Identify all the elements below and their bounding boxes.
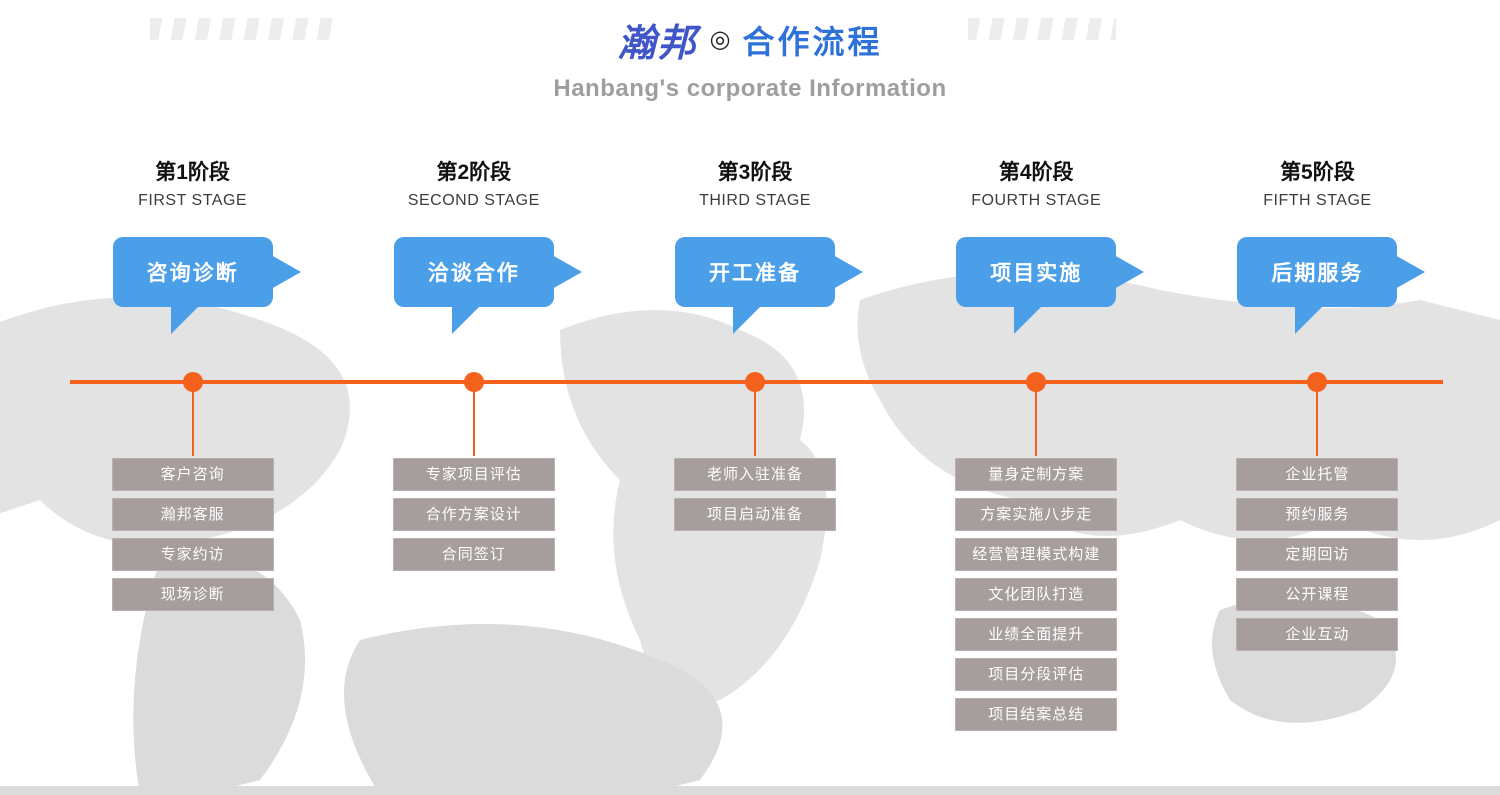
item-box: 企业托管: [1236, 458, 1399, 491]
stage-bubble: 咨询诊断: [112, 237, 301, 334]
stage-label: 第5阶段: [1280, 161, 1355, 184]
timeline-dot: [182, 372, 203, 456]
brand-logo: 瀚邦: [617, 20, 698, 65]
item-box: 专家约访: [111, 538, 274, 571]
bullseye-icon: ◎: [709, 26, 731, 53]
item-box: 瀚邦客服: [111, 498, 274, 531]
item-box: 量身定制方案: [955, 458, 1118, 491]
page-header: 瀚邦 ◎ 合作流程 Hanbang's corporate Informatio…: [0, 12, 1500, 103]
item-box: 专家项目评估: [392, 458, 555, 491]
item-box: 项目分段评估: [955, 658, 1118, 691]
stage-bubble: 后期服务: [1237, 237, 1426, 334]
stage-items-1: 客户咨询 瀚邦客服 专家约访 现场诊断: [52, 458, 333, 738]
item-box: 项目启动准备: [674, 498, 836, 531]
item-box: 合作方案设计: [392, 498, 555, 531]
stage-label: 第1阶段: [155, 161, 230, 184]
stage-column-3: 第3阶段 THIRD STAGE 开工准备: [614, 160, 895, 334]
stage-label-en: FIRST STAGE: [138, 192, 248, 209]
item-box: 预约服务: [1236, 498, 1399, 531]
stage-items-4: 量身定制方案 方案实施八步走 经营管理模式构建 文化团队打造 业绩全面提升 项目…: [896, 458, 1177, 738]
timeline-dot: [745, 372, 765, 456]
stage-bubble: 洽谈合作: [393, 237, 582, 334]
timeline-dot: [463, 372, 484, 456]
item-box: 经营管理模式构建: [955, 538, 1118, 571]
timeline-dot-row: [52, 372, 1458, 456]
stage-items-row: 客户咨询 瀚邦客服 专家约访 现场诊断 专家项目评估 合作方案设计 合同签订 老…: [52, 458, 1458, 738]
item-box: 合同签订: [392, 538, 555, 571]
item-box: 文化团队打造: [955, 578, 1118, 611]
item-box: 业绩全面提升: [955, 618, 1118, 651]
stage-column-5: 第5阶段 FIFTH STAGE 后期服务: [1177, 160, 1458, 334]
timeline-dot: [1307, 372, 1328, 456]
stage-bubble: 项目实施: [956, 237, 1145, 334]
stage-column-2: 第2阶段 SECOND STAGE 洽谈合作: [333, 160, 614, 334]
item-box: 定期回访: [1236, 538, 1399, 571]
page-title-text: 合作流程: [742, 23, 883, 60]
stage-label-en: FOURTH STAGE: [971, 192, 1102, 209]
stage-label: 第2阶段: [436, 161, 512, 184]
item-box: 老师入驻准备: [674, 458, 836, 491]
stage-items-2: 专家项目评估 合作方案设计 合同签订: [333, 458, 614, 738]
header-decor-right: [968, 18, 1116, 40]
stage-column-4: 第4阶段 FOURTH STAGE 项目实施: [896, 160, 1177, 334]
stage-label-en: SECOND STAGE: [407, 192, 540, 209]
stage-label-en: FIFTH STAGE: [1263, 192, 1372, 209]
item-box: 公开课程: [1236, 578, 1399, 611]
stage-items-5: 企业托管 预约服务 定期回访 公开课程 企业互动: [1177, 458, 1458, 738]
stage-header-row: 第1阶段 FIRST STAGE 咨询诊断 第2阶段 SECOND STAGE …: [52, 160, 1458, 334]
page-title: 瀚邦 ◎ 合作流程: [618, 12, 883, 67]
timeline-dot: [1026, 372, 1047, 456]
stage-items-3: 老师入驻准备 项目启动准备: [614, 458, 895, 738]
stage-column-1: 第1阶段 FIRST STAGE 咨询诊断: [52, 160, 333, 334]
item-box: 方案实施八步走: [955, 498, 1118, 531]
stage-bubble: 开工准备: [675, 237, 863, 334]
item-box: 客户咨询: [111, 458, 274, 491]
stage-label-en: THIRD STAGE: [699, 192, 811, 209]
item-box: 企业互动: [1236, 618, 1399, 651]
item-box: 现场诊断: [111, 578, 274, 611]
stage-label: 第4阶段: [998, 161, 1074, 184]
stage-label: 第3阶段: [717, 161, 793, 184]
header-decor-left: [150, 18, 335, 40]
item-box: 项目结案总结: [955, 698, 1118, 731]
page-subtitle: Hanbang's corporate Information: [553, 75, 947, 102]
